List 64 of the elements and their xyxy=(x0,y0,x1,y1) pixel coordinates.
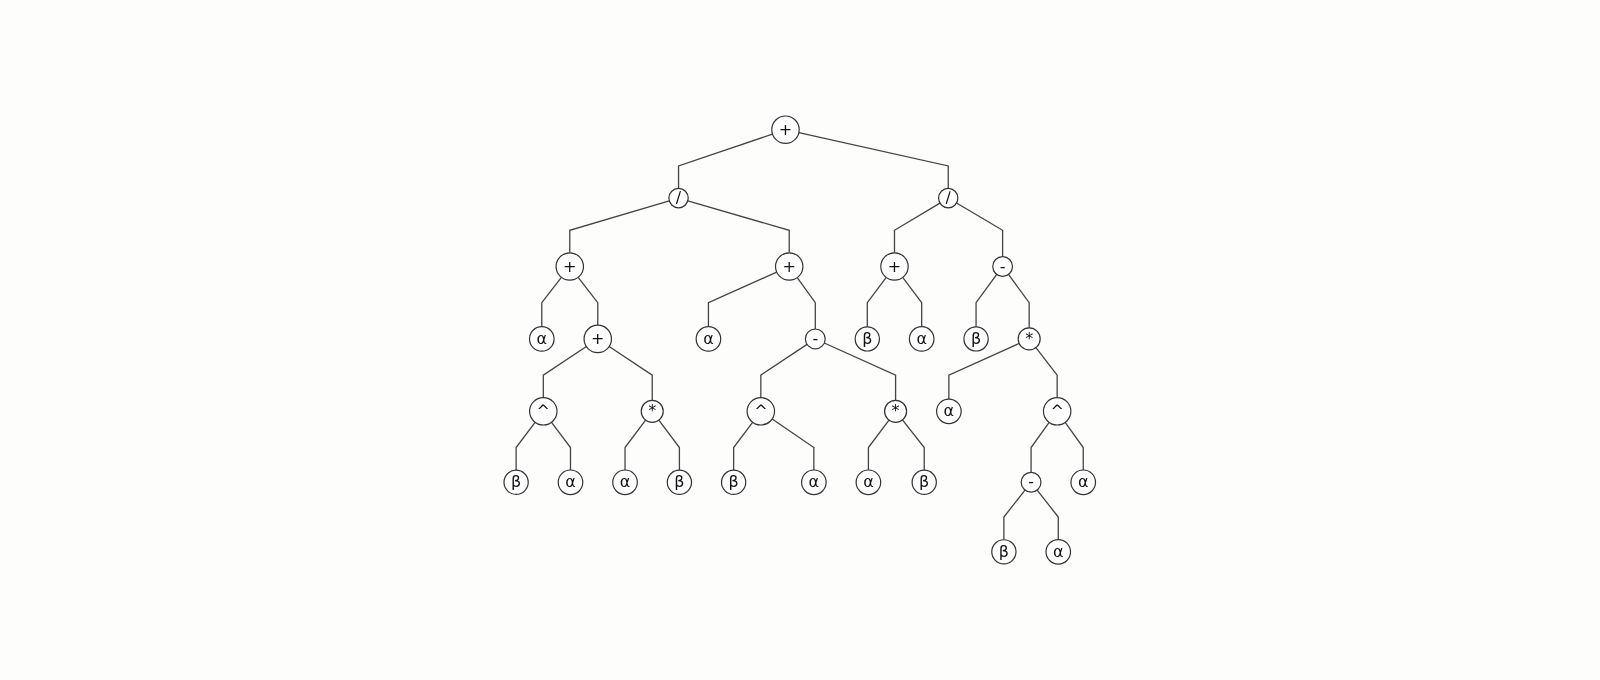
node-circle: α xyxy=(1070,469,1097,496)
connector xyxy=(902,419,926,471)
connector xyxy=(760,343,808,399)
connector xyxy=(771,418,815,471)
connector xyxy=(569,200,671,254)
node-circle: α xyxy=(855,469,882,496)
connector xyxy=(608,345,654,401)
node-circle: α xyxy=(529,325,555,352)
node-circle: β xyxy=(854,326,881,352)
connector xyxy=(687,200,791,254)
node-circle: α xyxy=(557,469,584,496)
node-circle: + xyxy=(555,252,585,281)
node-circle: ^ xyxy=(529,396,558,426)
node-circle: - xyxy=(805,328,826,350)
connector xyxy=(733,421,754,471)
node-circle: α xyxy=(936,398,962,425)
node-circle: α xyxy=(612,469,639,496)
node-circle: β xyxy=(963,326,989,352)
node-circle: - xyxy=(1020,471,1042,493)
connector xyxy=(624,419,647,471)
node-circle: β xyxy=(721,469,747,495)
connector xyxy=(542,345,588,399)
node-circle: β xyxy=(666,469,693,495)
connector xyxy=(948,342,1021,400)
node-circle: * xyxy=(884,399,908,423)
connector xyxy=(678,133,774,189)
node-circle: + xyxy=(775,252,804,281)
connector xyxy=(975,273,998,328)
connector xyxy=(823,342,897,401)
node-circle: α xyxy=(695,325,722,352)
connector xyxy=(708,271,778,328)
connector xyxy=(902,276,923,328)
node-circle: α xyxy=(909,325,935,352)
node-circle: α xyxy=(1045,538,1072,565)
connector xyxy=(1003,489,1026,541)
connector xyxy=(1035,346,1059,399)
node-circle: α xyxy=(801,469,827,496)
node-circle: + xyxy=(583,324,613,354)
connector xyxy=(796,276,817,330)
node-circle: ^ xyxy=(746,396,776,426)
connector xyxy=(1030,421,1051,473)
connector xyxy=(956,202,1004,258)
connector xyxy=(868,419,890,471)
connector xyxy=(894,202,941,254)
connector xyxy=(658,419,681,471)
node-circle: * xyxy=(640,399,665,423)
connector xyxy=(1036,489,1060,541)
connector xyxy=(541,276,563,328)
connector xyxy=(1064,421,1085,471)
node-circle: / xyxy=(938,187,959,209)
node-circle: + xyxy=(880,252,910,281)
node-circle: + xyxy=(771,115,800,144)
connector xyxy=(577,276,599,326)
node-circle: β xyxy=(503,469,530,495)
node-circle: β xyxy=(991,539,1017,565)
connector xyxy=(866,276,888,328)
node-circle: * xyxy=(1017,327,1041,351)
node-circle: ^ xyxy=(1043,396,1072,426)
node-circle: / xyxy=(668,187,690,209)
node-circle: - xyxy=(992,255,1014,277)
node-circle: β xyxy=(911,469,938,495)
connector xyxy=(551,421,572,471)
connector xyxy=(1008,273,1031,329)
connector xyxy=(515,421,536,471)
